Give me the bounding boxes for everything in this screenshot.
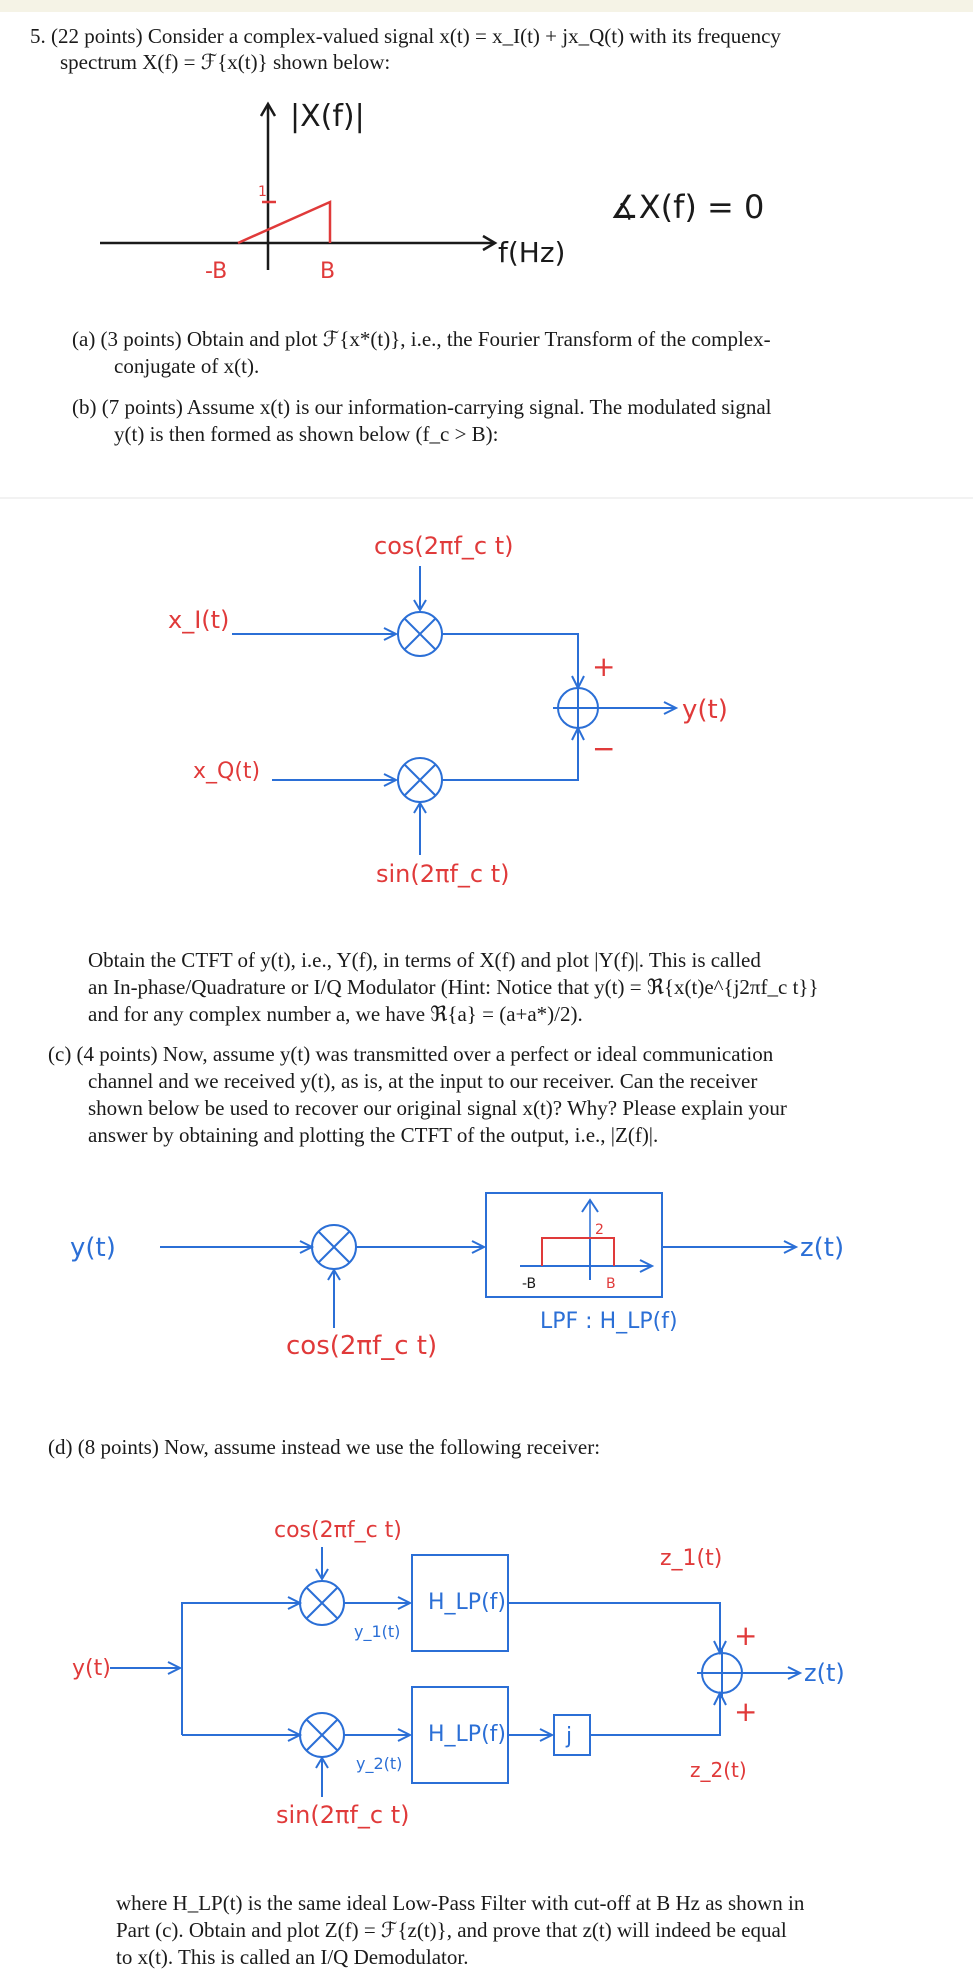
peak-label: 1 [258,184,267,200]
output-label: y(t) [682,695,728,725]
part-d-cont-line3: to x(t). This is called an I/Q Demodulat… [116,1945,469,1969]
d-j-label: j [565,1724,572,1749]
d-hlp-bottom-label: H_LP(f) [428,1722,506,1747]
part-c-line2: channel and we received y(t), as is, at … [88,1069,758,1093]
top-bar [0,0,973,12]
bottom-to-adder-line [442,728,579,781]
top-to-adder-line [442,633,579,688]
part-b-cont-line2: an In-phase/Quadrature or I/Q Modulator … [88,975,819,999]
part-b-cont-line3: and for any complex number a, we have ℜ{… [88,1002,583,1026]
spectrum-figure: |X(f)| 1 -B B f(Hz) ∡X(f) = 0 [100,99,764,284]
d-y1-label: y_1(t) [354,1622,400,1642]
lpf-response [541,1237,615,1266]
part-b-line2: y(t) is then formed as shown below (f_c … [114,422,499,446]
d-z1-line [508,1602,721,1653]
d-hlp-top-label: H_LP(f) [428,1590,506,1615]
lpf-block [485,1192,663,1298]
problem-intro-line2: spectrum X(f) = ℱ{x(t)} shown below: [60,50,391,74]
receiver-d-figure: cos(2πf_c t) sin(2πf_c t) y(t) y_1(t) y_… [72,1518,845,1829]
part-c-line4: answer by obtaining and plotting the CTF… [88,1123,659,1147]
lpf-caption: LPF : H_LP(f) [540,1309,678,1334]
part-c-line1: (c) (4 points) Now, assume y(t) was tran… [48,1042,774,1066]
d-cos-label: cos(2πf_c t) [274,1518,402,1543]
problem-intro-line1: 5. (22 points) Consider a complex-valued… [30,24,781,48]
rx-input-label: y(t) [70,1233,116,1263]
plus-sign: + [592,650,615,683]
part-d-cont-line2: Part (c). Obtain and plot Z(f) = ℱ{z(t)}… [116,1918,787,1942]
cos-label: cos(2πf_c t) [374,532,514,560]
lpf-gain: 2 [595,1222,604,1238]
part-a-line1: (a) (3 points) Obtain and plot ℱ{x*(t)},… [72,327,771,351]
spectrum-triangle [237,200,332,245]
lpf-pos-b: B [606,1276,616,1292]
magnitude-label: |X(f)| [290,99,365,134]
d-split-top [181,1602,300,1735]
pos-b-label: B [320,259,335,284]
phase-note: ∡X(f) = 0 [610,188,764,226]
section-divider [0,497,973,499]
d-plus-bottom: + [734,1695,757,1728]
d-z2-line [590,1693,721,1736]
d-z1-label: z_1(t) [660,1546,722,1571]
d-y2-label: y_2(t) [356,1754,402,1774]
xq-label: x_Q(t) [193,759,260,784]
d-plus-top: + [734,1619,757,1652]
d-input-label: y(t) [72,1656,111,1681]
part-b-line1: (b) (7 points) Assume x(t) is our inform… [72,395,772,419]
rx-cos-label: cos(2πf_c t) [286,1331,437,1361]
part-d-line1: (d) (8 points) Now, assume instead we us… [48,1435,601,1459]
d-output-label: z(t) [804,1659,845,1687]
rx-output-label: z(t) [800,1233,844,1263]
neg-b-label: -B [205,259,227,284]
receiver-c-figure: 2 -B B LPF : H_LP(f) y(t) cos(2πf_c t) z… [70,1192,844,1361]
part-d-cont-line1: where H_LP(t) is the same ideal Low-Pass… [116,1891,805,1915]
d-sin-label: sin(2πf_c t) [276,1801,410,1829]
minus-sign: − [592,732,615,765]
part-c-line3: shown below be used to recover our origi… [88,1096,787,1120]
freq-axis-arrow [482,234,498,252]
modulator-figure: cos(2πf_c t) sin(2πf_c t) x_I(t) x_Q(t) … [168,532,728,888]
part-b-cont-line1: Obtain the CTFT of y(t), i.e., Y(f), in … [88,948,761,972]
lpf-neg-b: -B [522,1276,536,1292]
sin-label: sin(2πf_c t) [376,860,510,888]
d-z2-label: z_2(t) [690,1758,747,1782]
mag-axis-arrow [259,101,277,117]
freq-axis-label: f(Hz) [498,236,565,269]
part-a-line2: conjugate of x(t). [114,354,260,378]
xi-label: x_I(t) [168,606,229,634]
